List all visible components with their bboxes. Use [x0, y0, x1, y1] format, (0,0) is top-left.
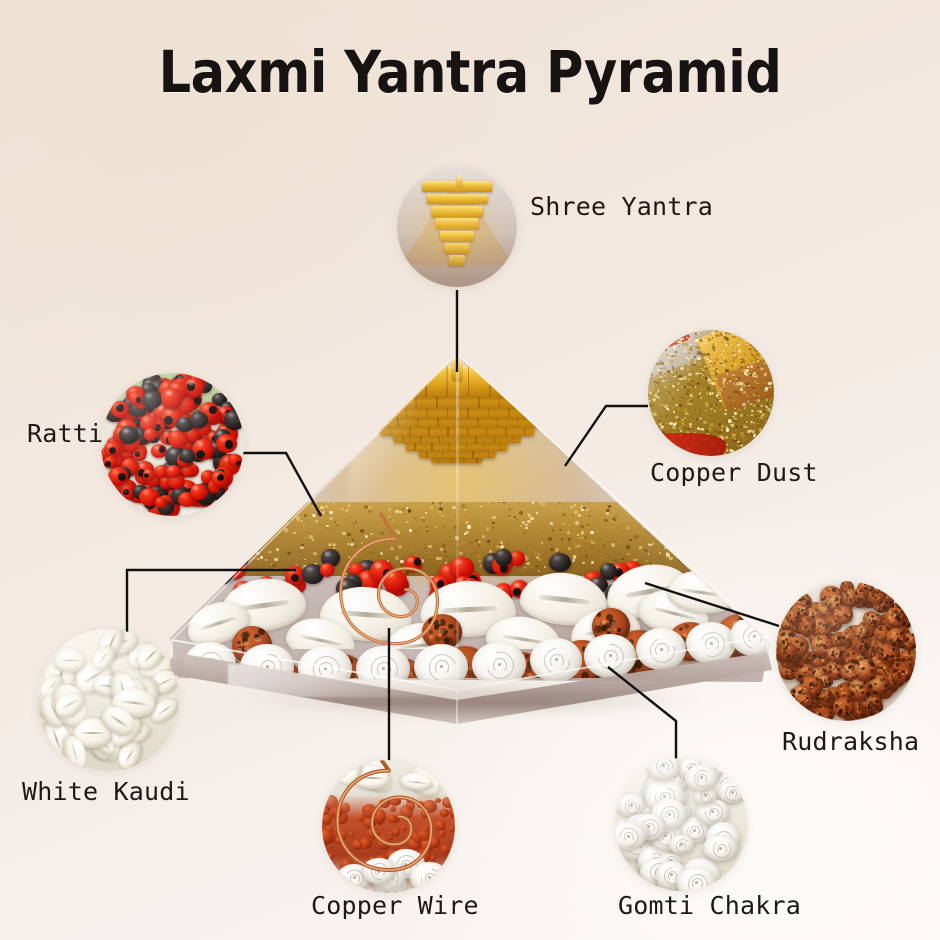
page-title: Laxmi Yantra Pyramid: [158, 38, 782, 106]
callout-label-white-kaudi: White Kaudi: [22, 777, 190, 806]
callout-label-rudraksha: Rudraksha: [782, 727, 920, 756]
callout-bubble-copper-dust: [648, 330, 774, 456]
callout-label-copper-dust: Copper Dust: [650, 458, 818, 487]
callout-label-copper-wire: Copper Wire: [311, 891, 479, 920]
callout-label-gomti-chakra: Gomti Chakra: [618, 891, 802, 920]
callout-bubble-copper-wire: [322, 760, 455, 893]
callout-label-ratti: Ratti: [27, 419, 104, 448]
callout-bubble-shree-yantra: [397, 167, 517, 287]
callout-bubble-gomti-chakra: [615, 758, 748, 891]
callout-bubble-white-kaudi: [37, 629, 179, 771]
callout-bubble-rudraksha: [776, 581, 916, 721]
callout-label-shree-yantra: Shree Yantra: [530, 192, 714, 221]
callout-bubble-ratti: [101, 373, 244, 516]
